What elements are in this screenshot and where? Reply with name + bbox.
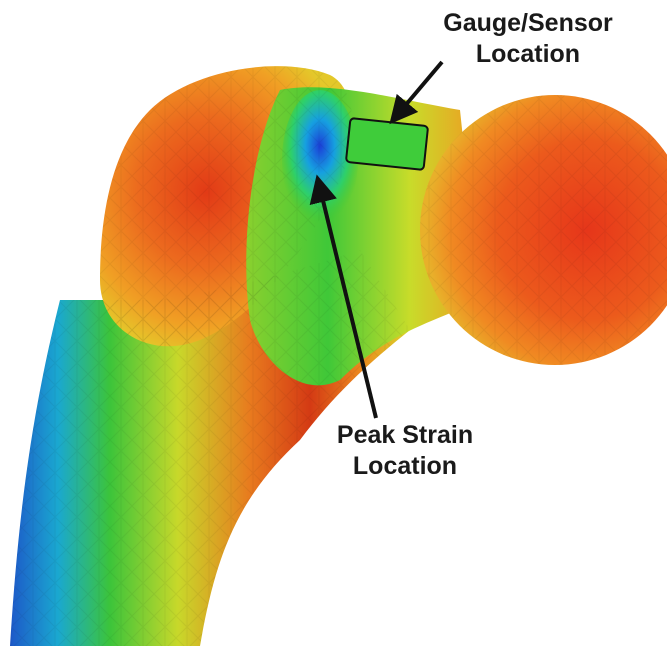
peak-label-line2: Location xyxy=(300,451,510,482)
gauge-sensor-label: Gauge/Sensor Location xyxy=(408,8,648,70)
gauge-sensor-box xyxy=(346,118,428,170)
peak-label-line1: Peak Strain xyxy=(300,420,510,451)
gauge-label-line1: Gauge/Sensor xyxy=(408,8,648,39)
gauge-label-line2: Location xyxy=(408,39,648,70)
peak-strain-label: Peak Strain Location xyxy=(300,420,510,482)
fe-mesh-overlay xyxy=(10,66,667,646)
